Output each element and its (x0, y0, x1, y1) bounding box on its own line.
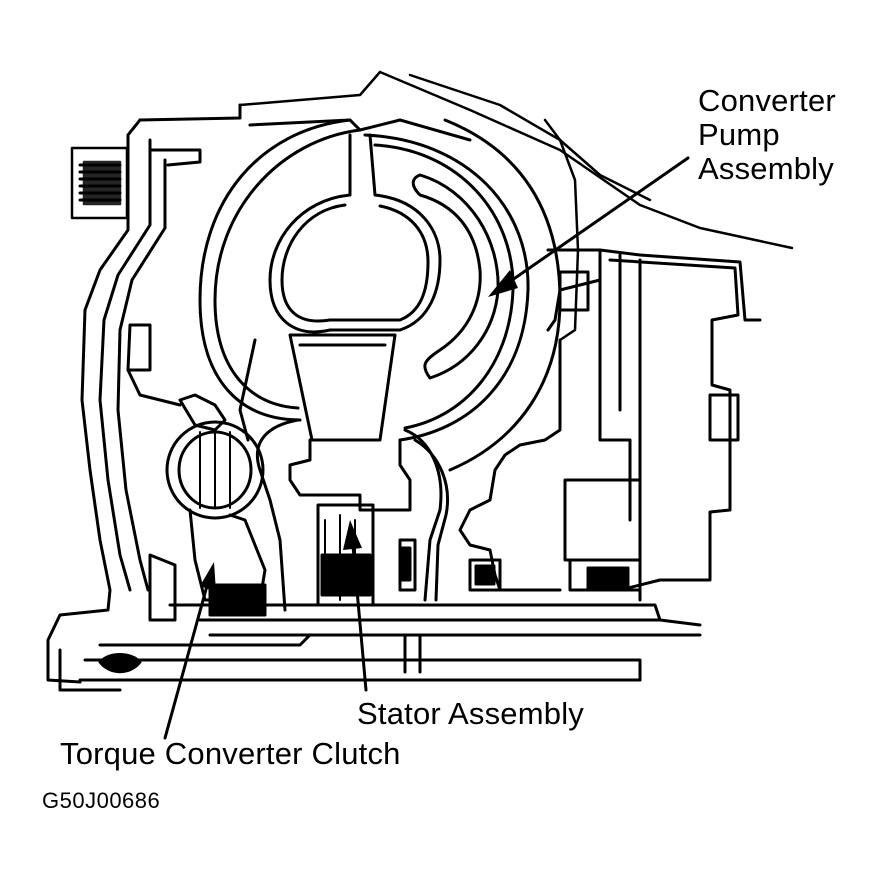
leader-lines (163, 156, 690, 740)
leader-arrowheads (200, 270, 518, 592)
converter-pump-label-line-1: Converter (698, 83, 836, 118)
stator-arrowhead (343, 520, 362, 550)
tcc-arrowhead (200, 562, 216, 592)
pump-body (458, 248, 762, 602)
tcc-leader-line (163, 573, 212, 740)
turbine-shaft (58, 558, 702, 692)
torque-converter-clutch-label: Torque Converter Clutch (60, 736, 401, 771)
pump-torus (198, 118, 562, 472)
stator-assembly-label: Stator Assembly (357, 696, 584, 731)
cover-bolt (70, 146, 129, 220)
pump-arrowhead (488, 270, 518, 297)
stator-leader-line (350, 533, 368, 692)
converter-pump-label-line-3: Assembly (698, 151, 834, 186)
turbine-shell (126, 323, 449, 612)
converter-cover (46, 103, 472, 684)
turbine-core (268, 133, 442, 334)
converter-pump-label: Converter Pump Assembly (698, 84, 836, 186)
tcc-piston (148, 393, 267, 622)
housing-outline (238, 70, 794, 342)
stator-hub (288, 333, 412, 607)
figure-code: G50J00686 (42, 788, 161, 813)
converter-pump-label-line-2: Pump (698, 117, 780, 152)
pump-leader-line (503, 156, 690, 287)
